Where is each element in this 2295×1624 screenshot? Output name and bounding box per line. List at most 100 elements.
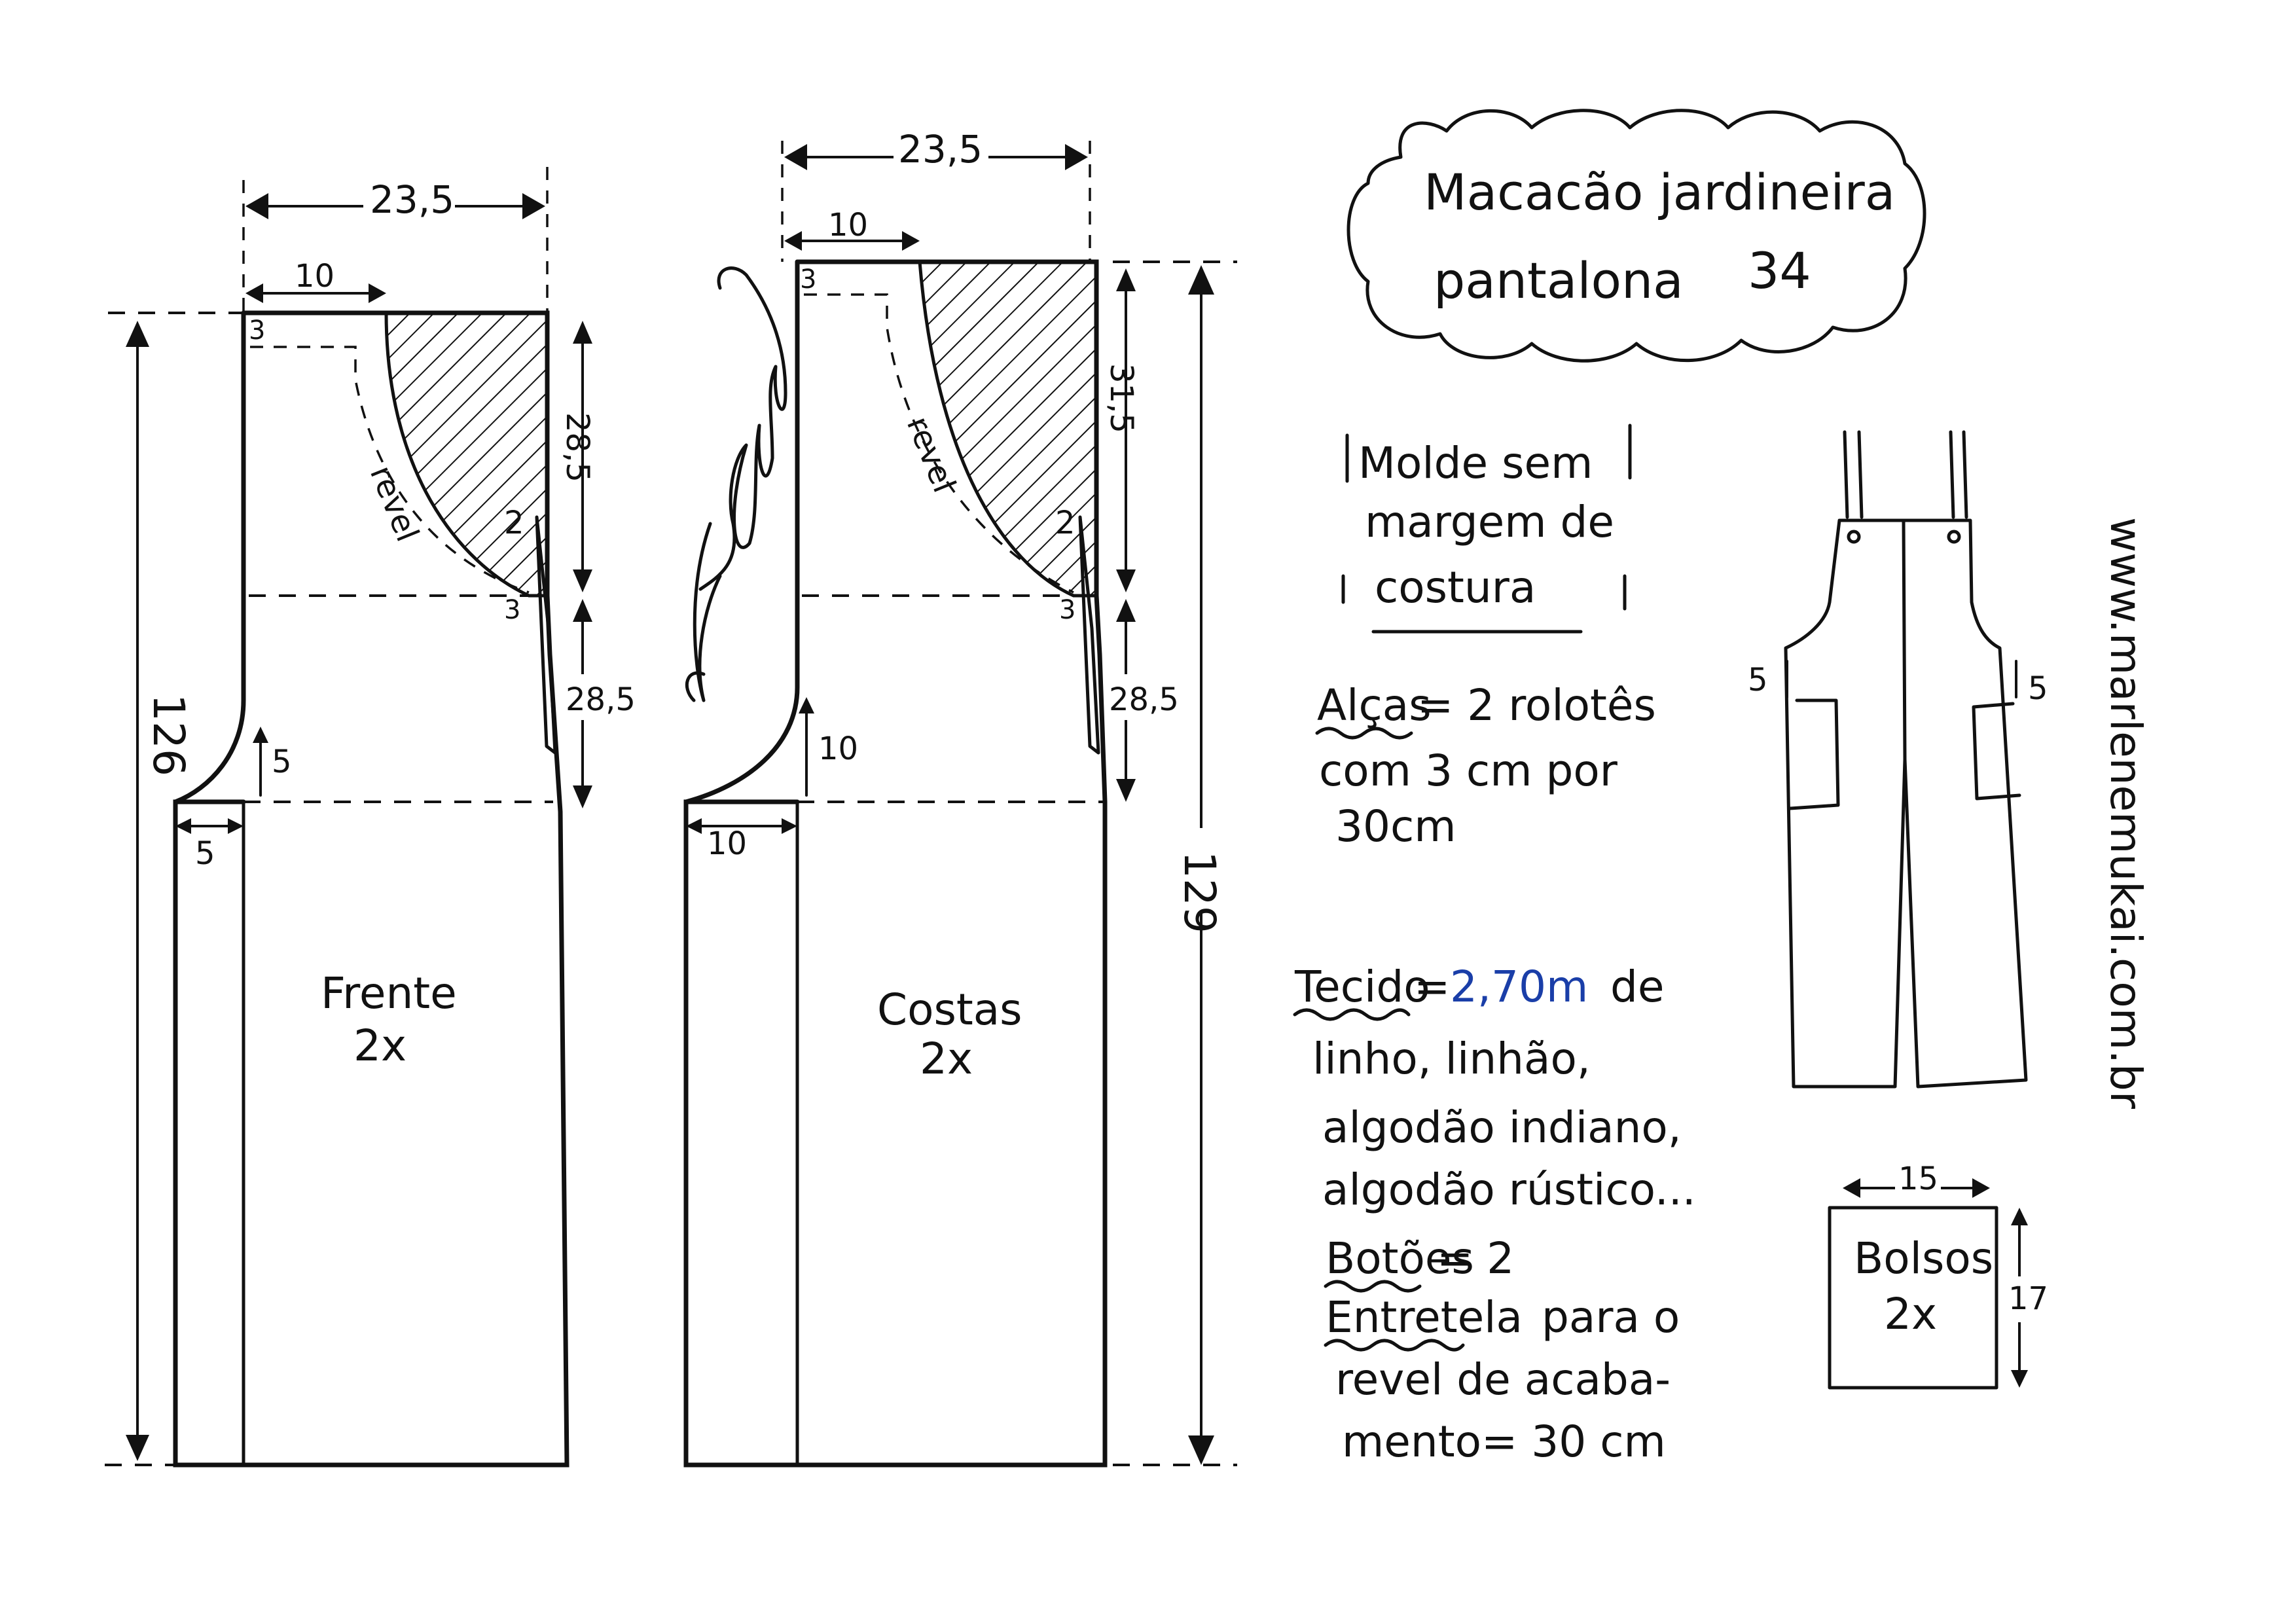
notice-line-3: costura — [1375, 562, 1536, 613]
arrow-down-icon — [1116, 779, 1136, 802]
fabric-underline — [1293, 1008, 1411, 1021]
back-crotch-curve — [683, 259, 800, 804]
back-crotch-width-label: 10 — [707, 825, 747, 862]
fabric-line-4: algodão rústico... — [1322, 1164, 1696, 1215]
back-crotch-height-label: 10 — [818, 731, 858, 767]
pocket-width-label: 15 — [1898, 1161, 1938, 1197]
back-pattern-piece: 23,5 10 revel 2 3 3 31,5 28,5 10 — [683, 127, 1237, 1468]
straps-line-2: com 3 cm por — [1319, 746, 1618, 796]
front-corner-top-label: 3 — [249, 316, 265, 346]
arrow-right-icon — [1972, 1178, 1990, 1198]
pocket-offset-right-label: 5 — [2028, 670, 2048, 707]
back-bib-label: 10 — [828, 207, 868, 244]
title-cloud: Macacão jardineira pantalona 34 — [1346, 109, 1926, 363]
fabric-note: Tecido = 2,70m de linho, linhão, algodão… — [1293, 962, 1696, 1215]
back-piece-name: Costas — [877, 984, 1022, 1035]
front-crotch-width-label: 5 — [195, 835, 215, 872]
pocket-piece-qty: 2x — [1884, 1289, 1937, 1339]
back-seam-lower-bg — [1106, 674, 1172, 720]
right-strap-edge — [1962, 430, 1968, 519]
front-piece-name: Frente — [321, 968, 457, 1019]
front-piece-qty: 2x — [353, 1020, 407, 1071]
arrow-right-icon — [369, 283, 386, 303]
right-strap — [1949, 430, 1955, 519]
fabric-amount: 2,70m — [1450, 962, 1588, 1012]
fabric-line-1-rest: de — [1610, 962, 1665, 1012]
arrow-left-icon — [784, 144, 807, 170]
front-width-label: 23,5 — [370, 177, 454, 222]
arrow-right-icon — [902, 231, 920, 251]
straps-note: Alças = 2 rolotês com 3 cm por 30cm — [1315, 680, 1656, 852]
pocket-piece-name: Bolsos — [1854, 1233, 1993, 1284]
website-credit: www.marlenemukai.com.br — [2101, 517, 2151, 1110]
size-label: 34 — [1748, 242, 1811, 300]
arrow-left-icon — [1843, 1178, 1860, 1198]
front-crotch-curve — [173, 310, 246, 804]
left-strap — [1843, 430, 1849, 519]
front-facing-line — [250, 346, 530, 594]
interfacing-underline — [1324, 1339, 1465, 1352]
buttons-value: = 2 — [1437, 1233, 1514, 1284]
interfacing-line-2: revel de acaba- — [1335, 1354, 1671, 1405]
front-width-label-bg — [363, 177, 455, 216]
arrow-right-icon — [1065, 144, 1088, 170]
back-dart — [1078, 515, 1100, 755]
front-dart-label: 2 — [504, 505, 524, 541]
interfacing-line-1-rest: para o — [1542, 1292, 1680, 1343]
arrow-right-icon — [522, 193, 545, 219]
arrow-down-icon — [1188, 1435, 1214, 1465]
button-icon — [1847, 530, 1861, 544]
buttons-label: Botões — [1326, 1233, 1474, 1284]
notice-line-2: margem de — [1365, 497, 1614, 547]
arrow-left-icon — [686, 818, 702, 834]
notice-line-1: Molde sem — [1358, 438, 1593, 488]
arrow-up-icon — [1116, 268, 1136, 291]
arrow-left-icon — [245, 193, 268, 219]
left-strap-edge — [1857, 430, 1864, 519]
sketch-left-pocket — [1788, 698, 1840, 810]
back-hatched-area — [918, 260, 1098, 598]
fabric-separator: = — [1414, 962, 1450, 1012]
straps-underline — [1315, 727, 1413, 740]
buttons-underline — [1324, 1280, 1422, 1293]
arrow-up-icon — [126, 321, 149, 347]
seam-allowance-notice: Molde sem margem de costura — [1341, 424, 1632, 634]
designer-signature — [685, 266, 787, 702]
arrow-down-icon — [1116, 569, 1136, 592]
title-line-2: pantalona — [1434, 251, 1684, 310]
straps-line-1: = 2 rolotês — [1417, 680, 1656, 731]
interfacing-line-3: mento= 30 cm — [1342, 1416, 1666, 1467]
front-height-label: 126 — [143, 694, 194, 776]
front-seam-upper-label: 28,5 — [559, 412, 596, 482]
straps-label: Alças — [1317, 680, 1432, 731]
arrow-up-icon — [253, 727, 268, 743]
fabric-line-2: linho, linhão, — [1312, 1034, 1591, 1084]
front-dart — [535, 515, 557, 755]
front-seam-lower-label: 28,5 — [566, 681, 636, 718]
front-pattern-piece: 23,5 10 126 revel 2 3 3 28,5 — [105, 167, 636, 1468]
arrow-up-icon — [799, 697, 814, 713]
pocket-height-label-bg — [2006, 1276, 2036, 1322]
sketch-right-pocket — [1972, 702, 2021, 801]
back-dart-label: 2 — [1055, 505, 1075, 541]
overalls-sketch: 5 5 — [1748, 430, 2048, 1089]
fabric-label: Tecido — [1294, 962, 1430, 1012]
front-bib-label: 10 — [295, 258, 334, 295]
back-corner-dart-label: 3 — [1059, 595, 1075, 625]
back-corner-top-label: 3 — [800, 264, 816, 295]
arrow-right-icon — [782, 818, 797, 834]
arrow-down-icon — [126, 1435, 149, 1461]
pocket-rectangle — [1828, 1206, 1998, 1390]
front-outline — [173, 310, 569, 1468]
front-corner-dart-label: 3 — [504, 595, 520, 625]
back-height-label-bg — [1178, 828, 1224, 913]
back-seam-upper-label: 31,5 — [1103, 363, 1140, 433]
arrow-up-icon — [2011, 1208, 2028, 1225]
arrow-left-icon — [784, 231, 802, 251]
arrow-down-icon — [573, 569, 592, 592]
arrow-up-icon — [1116, 599, 1136, 622]
pocket-offset-left-label: 5 — [1748, 662, 1768, 698]
straps-line-3: 30cm — [1335, 801, 1456, 852]
pocket-pattern-piece: 15 17 Bolsos 2x — [1828, 1159, 2048, 1390]
